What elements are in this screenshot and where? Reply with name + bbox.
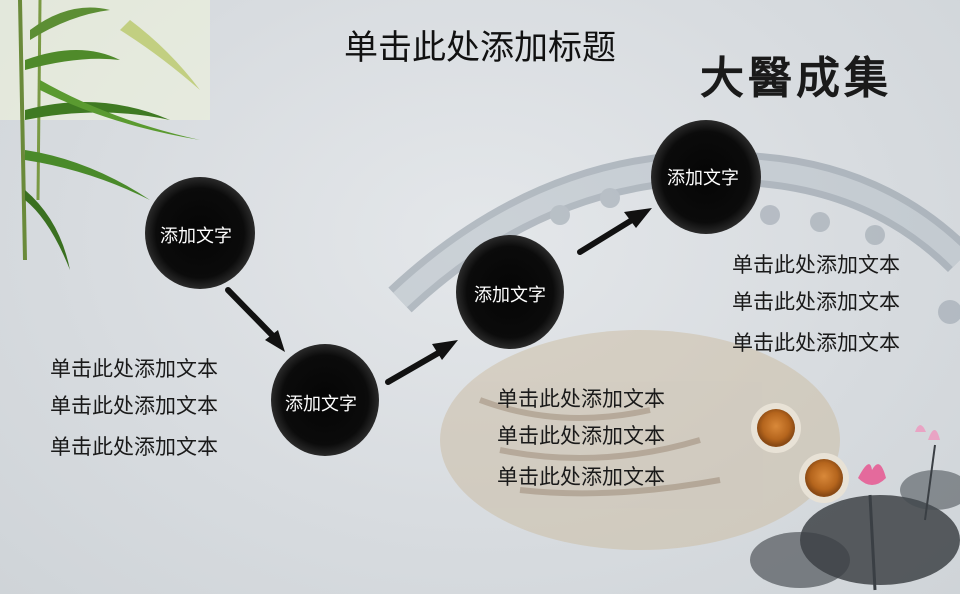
ink-blob-1 [145, 177, 255, 289]
tea-cup-1 [751, 403, 801, 453]
herb-decoration [440, 330, 840, 550]
text-group-2-line-3[interactable]: 单击此处添加文本 [497, 465, 665, 489]
text-group-1-line-1[interactable]: 单击此处添加文本 [50, 357, 218, 381]
calligraphy-logo: 大醫成集 [700, 53, 892, 104]
text-group-3-line-2[interactable]: 单击此处添加文本 [732, 290, 900, 314]
text-group-1-line-2[interactable]: 单击此处添加文本 [50, 394, 218, 418]
step-label-1[interactable]: 添加文字 [160, 226, 232, 247]
ink-blob-3 [456, 235, 564, 349]
step-label-4[interactable]: 添加文字 [667, 168, 739, 189]
lotus-decoration [750, 425, 960, 591]
step-label-2[interactable]: 添加文字 [285, 394, 357, 415]
text-group-3-line-3[interactable]: 单击此处添加文本 [732, 331, 900, 355]
arrow-2 [385, 340, 458, 385]
slide-title[interactable]: 单击此处添加标题 [344, 28, 616, 68]
arrow-1 [225, 287, 285, 352]
step-label-3[interactable]: 添加文字 [474, 285, 546, 306]
bamboo-decoration [0, 0, 210, 270]
tea-cup-2 [799, 453, 849, 503]
ink-blob-4 [651, 120, 761, 234]
arrow-3 [577, 208, 652, 255]
text-group-3-line-1[interactable]: 单击此处添加文本 [732, 253, 900, 277]
ink-blob-2 [271, 344, 379, 456]
text-group-2-line-1[interactable]: 单击此处添加文本 [497, 387, 665, 411]
text-group-1-line-3[interactable]: 单击此处添加文本 [50, 435, 218, 459]
text-group-2-line-2[interactable]: 单击此处添加文本 [497, 424, 665, 448]
